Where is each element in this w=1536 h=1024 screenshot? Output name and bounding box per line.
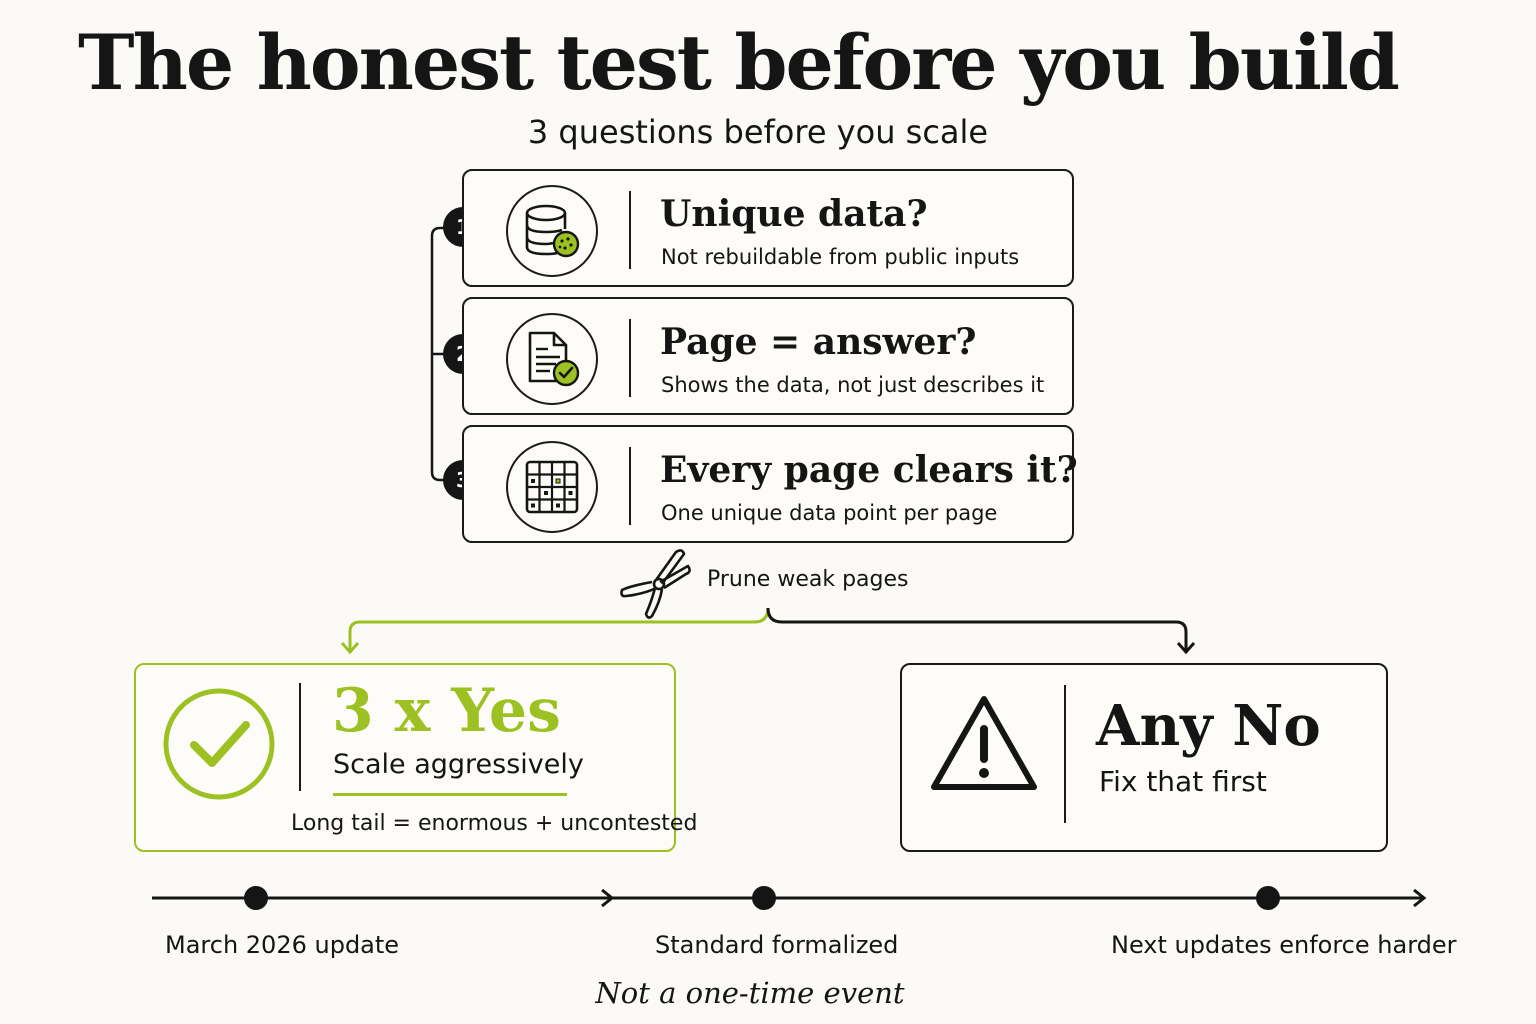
timeline-label: Next updates enforce harder — [1111, 931, 1457, 959]
branch-yes-arrowhead — [340, 642, 360, 655]
question-subtitle: Not rebuildable from public inputs — [661, 245, 1020, 269]
timeline-label: March 2026 update — [165, 931, 400, 959]
question-title: Page = answer? — [660, 321, 977, 363]
question-subtitle: Shows the data, not just describes it — [661, 373, 1045, 397]
question-divider — [629, 447, 631, 525]
outcome-no-card: Any No Fix that first — [900, 663, 1388, 852]
page-title: The honest test before you build — [78, 18, 1400, 107]
outcome-yes-title: 3 x Yes — [332, 676, 561, 746]
timeline-arrow-end — [1413, 888, 1427, 908]
branch-yes-line — [348, 607, 770, 650]
timeline-dot-2 — [752, 886, 776, 910]
document-check-icon — [506, 313, 598, 405]
question-divider — [629, 191, 631, 269]
checkmark-circle-icon — [163, 688, 275, 800]
timeline-arrow-mid — [601, 888, 615, 908]
question-card-page-answer: Page = answer? Shows the data, not just … — [462, 297, 1074, 415]
outcome-yes-subtitle: Scale aggressively — [333, 749, 584, 780]
database-icon — [506, 185, 598, 277]
outcome-no-subtitle: Fix that first — [1099, 765, 1267, 798]
question-title: Every page clears it? — [660, 449, 1078, 491]
outcome-no-title: Any No — [1096, 693, 1321, 759]
outcome-divider — [299, 683, 301, 791]
prune-label: Prune weak pages — [707, 567, 909, 592]
page-subtitle: 3 questions before you scale — [527, 113, 989, 151]
branch-no-line — [766, 607, 1188, 650]
warning-icon — [931, 696, 1037, 790]
question-card-every-page: Every page clears it? One unique data po… — [462, 425, 1078, 543]
pruning-shears-icon — [620, 549, 691, 619]
question-divider — [629, 319, 631, 397]
outcome-yes-note: Long tail = enormous + uncontested — [291, 811, 698, 836]
branch-no-arrowhead — [1176, 642, 1196, 655]
timeline-dot-3 — [1256, 886, 1280, 910]
outcome-yes-card: 3 x Yes Scale aggressively Long tail = e… — [134, 663, 697, 852]
question-card-unique-data: Unique data? Not rebuildable from public… — [462, 169, 1074, 287]
question-title: Unique data? — [660, 193, 928, 235]
outcome-yes-underline — [333, 793, 567, 796]
timeline-dot-1 — [244, 886, 268, 910]
timeline-label: Standard formalized — [655, 931, 899, 959]
outcome-divider — [1064, 685, 1066, 823]
timeline-caption: Not a one-time event — [595, 976, 905, 1010]
grid-icon — [506, 441, 598, 533]
question-subtitle: One unique data point per page — [661, 501, 998, 525]
